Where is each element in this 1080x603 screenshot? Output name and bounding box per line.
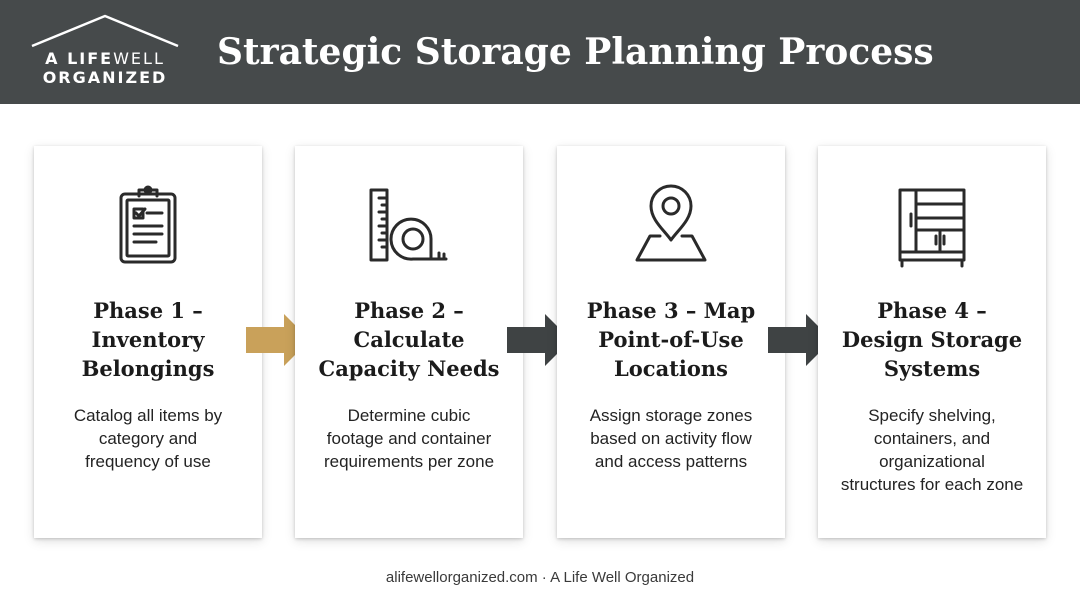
header-bar: A LIFEWELL ORGANIZED Strategic Storage P… bbox=[0, 0, 1080, 104]
phase-card-1: Phase 1 – Inventory Belongings Catalog a… bbox=[34, 146, 262, 538]
logo-text-bottom: ORGANIZED bbox=[42, 68, 168, 87]
phase-title: Phase 3 – Map Point-of-Use Locations bbox=[586, 298, 756, 381]
storage-cabinet-icon bbox=[892, 182, 972, 272]
phase-card-4: Phase 4 – Design Storage Systems Specify… bbox=[818, 146, 1046, 538]
brand-logo: A LIFEWELL ORGANIZED bbox=[30, 12, 180, 92]
phase-description: Catalog all items by category and freque… bbox=[73, 406, 223, 471]
footer-credit: alifewellorganized.com · A Life Well Org… bbox=[385, 569, 695, 586]
phase-description: Determine cubic footage and container re… bbox=[323, 406, 495, 471]
arrow-right-icon bbox=[246, 314, 310, 366]
map-pin-icon bbox=[631, 182, 711, 272]
phase-description: Assign storage zones based on activity f… bbox=[589, 406, 753, 471]
phase-title: Phase 4 – Design Storage Systems bbox=[841, 298, 1023, 381]
ruler-tape-measure-icon bbox=[369, 182, 449, 272]
arrow-right-icon bbox=[768, 314, 832, 366]
phase-card-3: Phase 3 – Map Point-of-Use Locations Ass… bbox=[557, 146, 785, 538]
roof-logo-icon bbox=[31, 14, 179, 48]
phase-description: Specify shelving, containers, and organi… bbox=[840, 406, 1024, 494]
phase-card-2: Phase 2 – Calculate Capacity Needs Deter… bbox=[295, 146, 523, 538]
arrow-right-icon bbox=[507, 314, 571, 366]
clipboard-checklist-icon bbox=[108, 182, 188, 272]
page-title: Strategic Storage Planning Process bbox=[217, 31, 934, 73]
phase-title: Phase 1 – Inventory Belongings bbox=[81, 298, 215, 381]
phase-title: Phase 2 – Calculate Capacity Needs bbox=[318, 298, 500, 381]
logo-text-top: A LIFEWELL bbox=[45, 49, 165, 68]
